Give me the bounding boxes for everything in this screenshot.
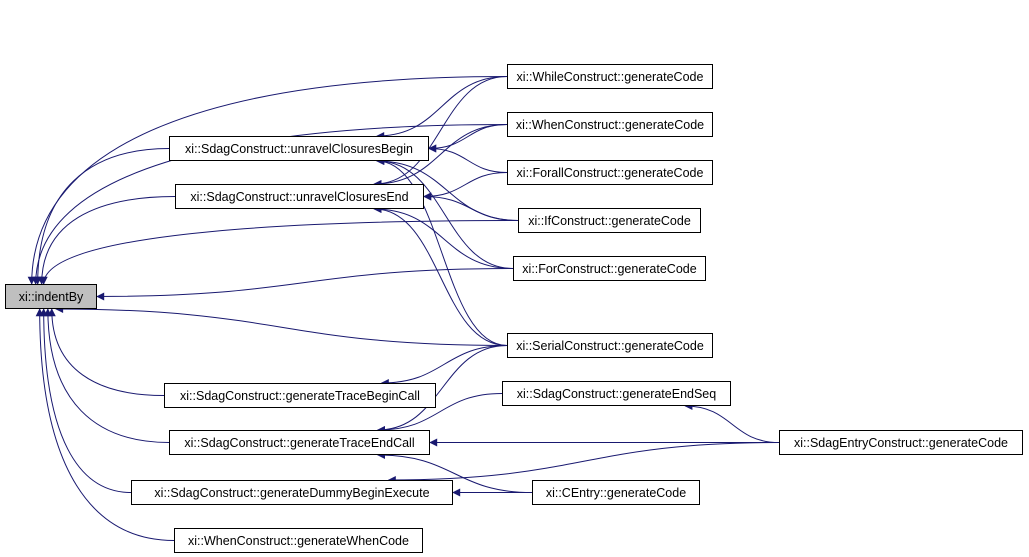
edge-entry-to-endSeq xyxy=(684,402,780,443)
edge-whenCode-to-indentBy xyxy=(35,308,175,541)
edge-serial-to-traceEnd xyxy=(377,345,508,434)
node-for[interactable]: xi::ForConstruct::generateCode xyxy=(513,256,706,281)
node-whenCode[interactable]: xi::WhenConstruct::generateWhenCode xyxy=(174,528,423,553)
edge-endSeq-to-traceEnd xyxy=(377,393,503,434)
edge-when-to-ucBegin xyxy=(428,124,508,153)
edge-serial-to-traceBegin xyxy=(380,345,508,387)
edge-while-to-ucEnd xyxy=(373,76,508,188)
edge-entry-to-dummy xyxy=(387,442,780,484)
node-while[interactable]: xi::WhileConstruct::generateCode xyxy=(507,64,713,89)
edge-serial-to-ucEnd xyxy=(373,205,508,346)
node-serial[interactable]: xi::SerialConstruct::generateCode xyxy=(507,333,713,358)
edge-when-to-ucEnd xyxy=(373,124,508,188)
edge-serial-to-indentBy xyxy=(55,305,508,346)
edge-forall-to-ucEnd xyxy=(423,172,508,201)
edge-while-to-ucBegin xyxy=(376,76,508,140)
node-ucEnd[interactable]: xi::SdagConstruct::unravelClosuresEnd xyxy=(175,184,424,209)
edge-ucBegin-to-indentBy xyxy=(33,148,170,285)
edge-when-to-indentBy xyxy=(31,124,508,285)
edge-serial-to-ucBegin xyxy=(376,157,508,346)
node-traceBegin[interactable]: xi::SdagConstruct::generateTraceBeginCal… xyxy=(164,383,436,408)
edge-traceEnd-to-indentBy xyxy=(43,308,170,443)
edge-for-to-ucEnd xyxy=(373,205,514,269)
node-traceEnd[interactable]: xi::SdagConstruct::generateTraceEndCall xyxy=(169,430,430,455)
edge-for-to-ucBegin xyxy=(376,157,514,269)
edge-dummy-to-indentBy xyxy=(39,308,132,493)
edge-forall-to-ucBegin xyxy=(428,144,508,173)
edge-centry-to-traceEnd xyxy=(377,451,533,493)
node-if[interactable]: xi::IfConstruct::generateCode xyxy=(518,208,701,233)
node-entry[interactable]: xi::SdagEntryConstruct::generateCode xyxy=(779,430,1023,455)
edge-traceBegin-to-indentBy xyxy=(47,308,165,396)
node-endSeq[interactable]: xi::SdagConstruct::generateEndSeq xyxy=(502,381,731,406)
edge-ucEnd-to-indentBy xyxy=(37,196,176,285)
edge-if-to-ucEnd xyxy=(423,192,519,221)
node-ucBegin[interactable]: xi::SdagConstruct::unravelClosuresBegin xyxy=(169,136,429,161)
edge-if-to-indentBy xyxy=(39,220,519,285)
node-when[interactable]: xi::WhenConstruct::generateCode xyxy=(507,112,713,137)
node-centry[interactable]: xi::CEntry::generateCode xyxy=(532,480,700,505)
edge-for-to-indentBy xyxy=(96,268,514,301)
node-indentBy[interactable]: xi::indentBy xyxy=(5,284,97,309)
node-forall[interactable]: xi::ForallConstruct::generateCode xyxy=(507,160,713,185)
edge-while-to-indentBy xyxy=(27,76,508,285)
node-dummy[interactable]: xi::SdagConstruct::generateDummyBeginExe… xyxy=(131,480,453,505)
